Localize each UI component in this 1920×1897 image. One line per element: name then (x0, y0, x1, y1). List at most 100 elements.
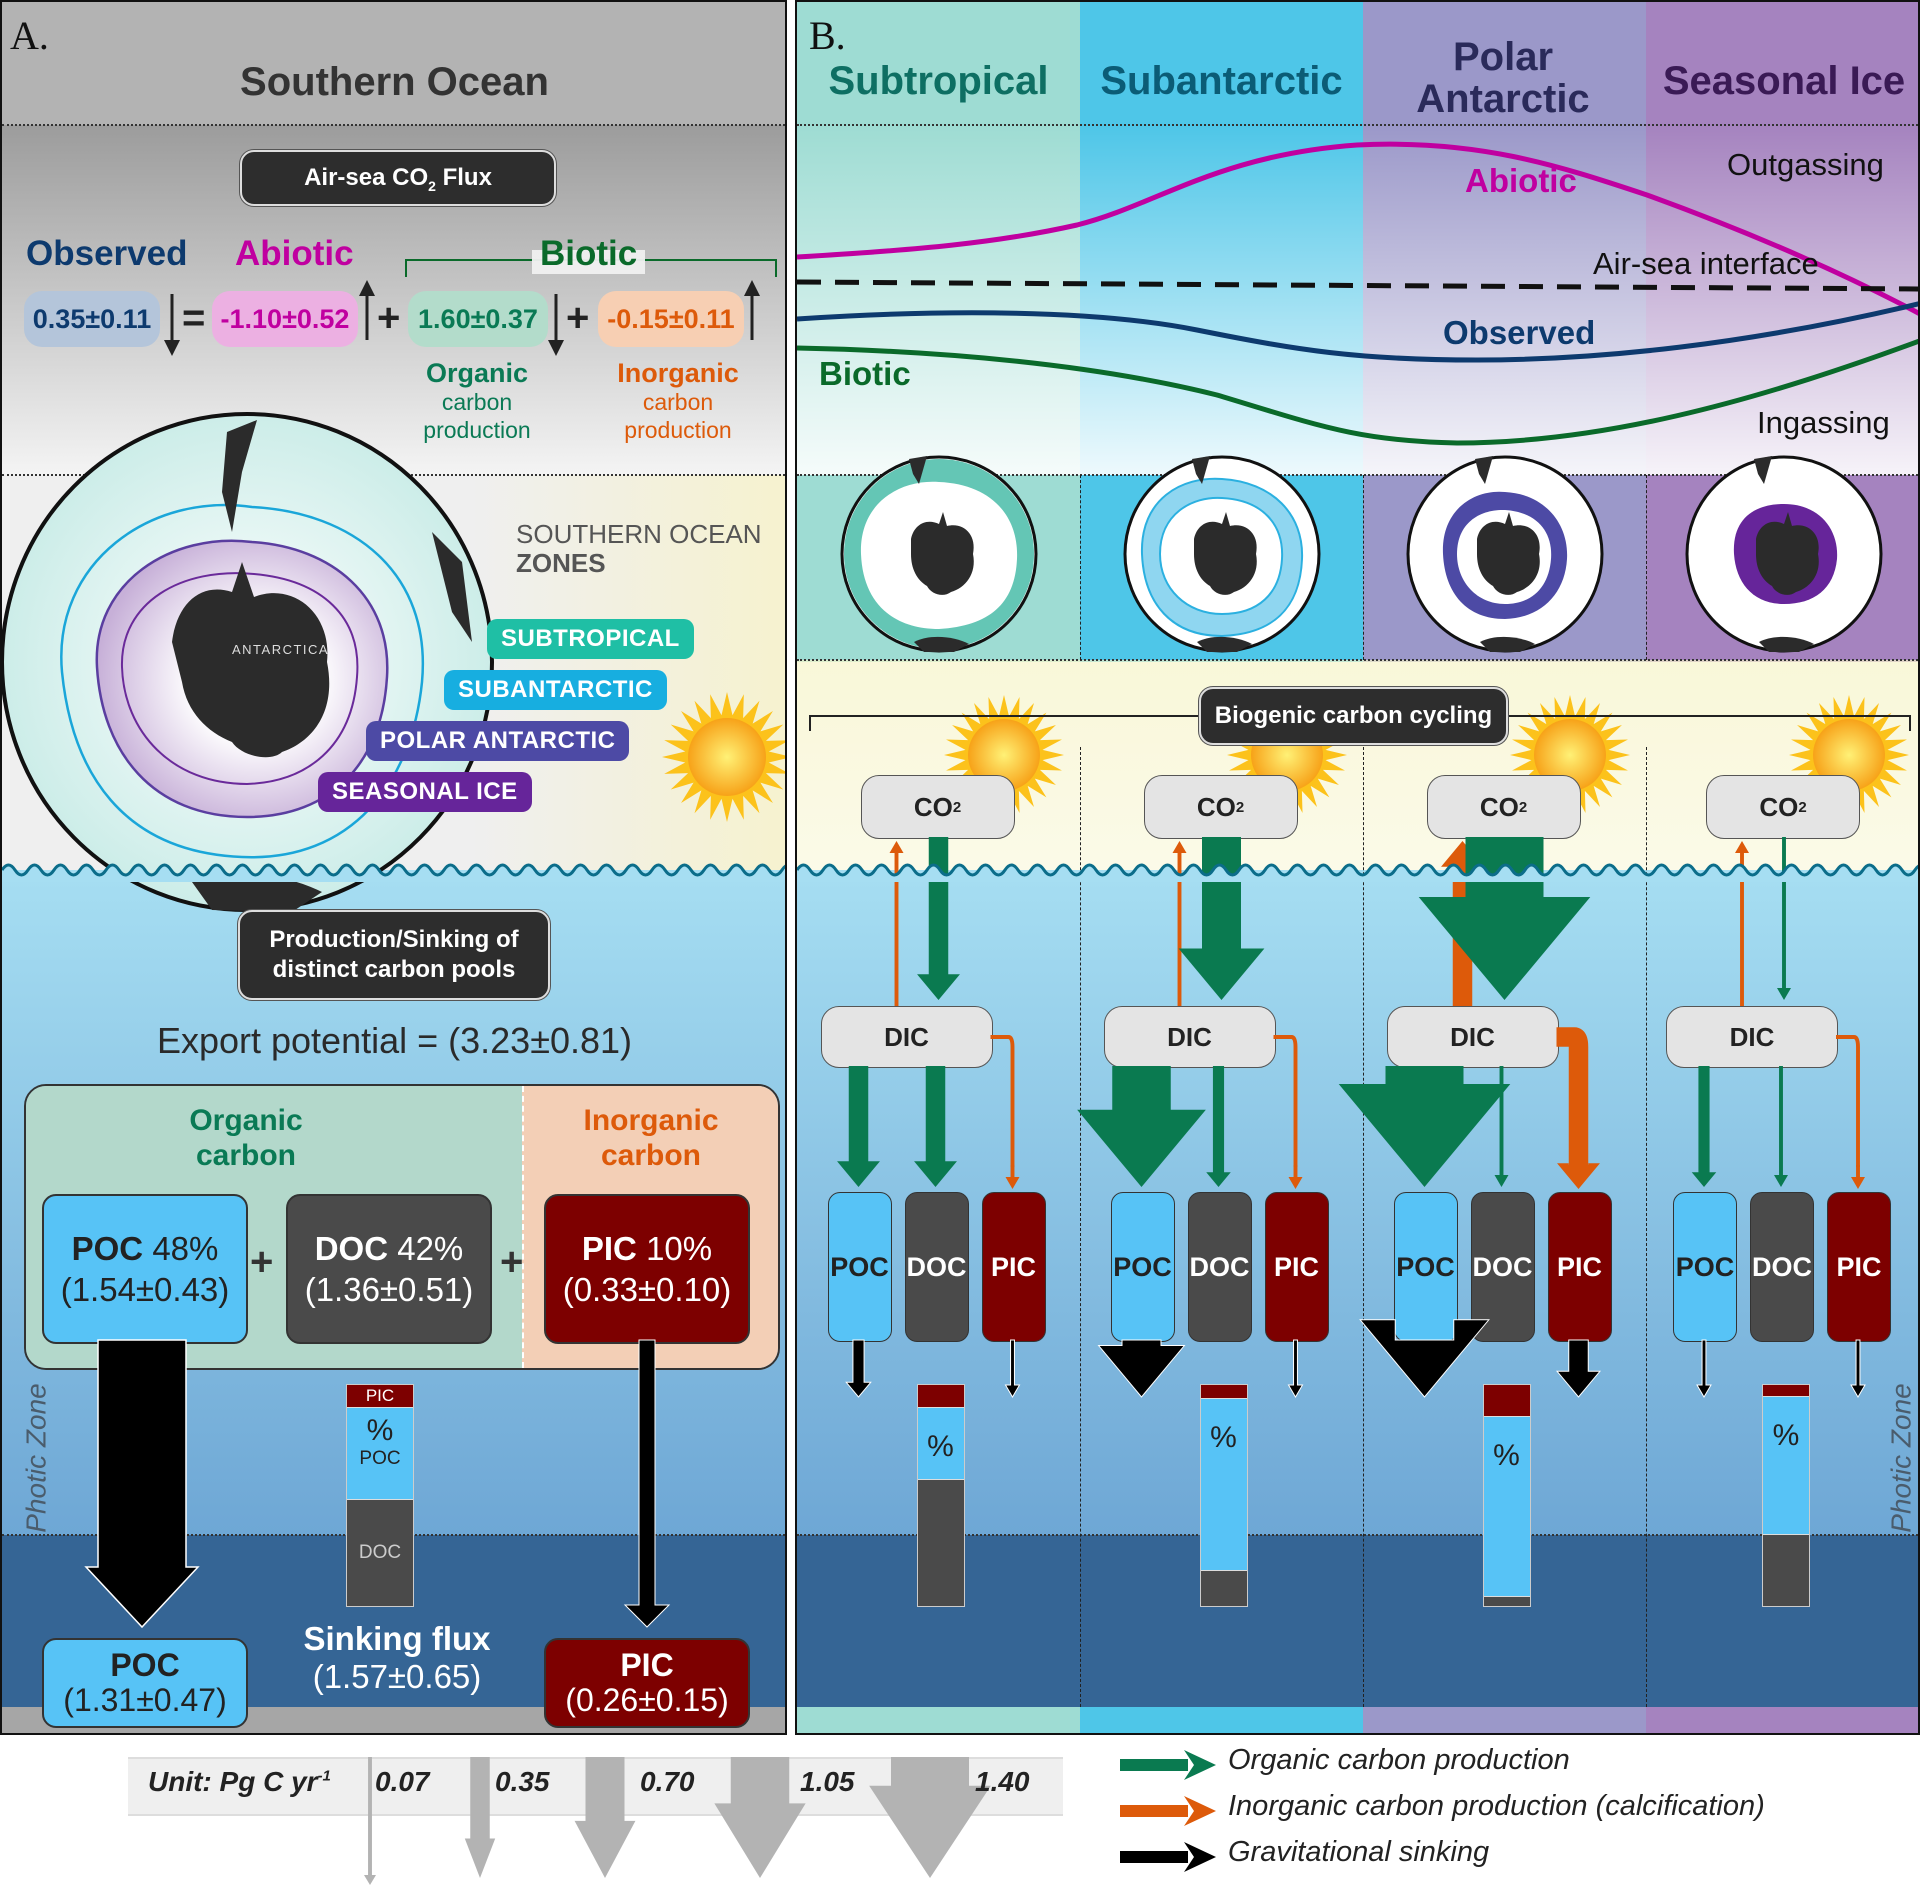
antarctica-shape (1756, 512, 1819, 595)
zone-flux-arrows (1077, 837, 1304, 1398)
poc-pct: 48% (152, 1229, 219, 1267)
calcification-outgassing-arrow (1172, 841, 1187, 1006)
divider (797, 124, 1918, 126)
antarctica-label: ANTARCTICA (232, 642, 330, 657)
poc-name: POC (71, 1229, 144, 1267)
wave-line (2, 863, 785, 882)
photic-boundary (797, 1534, 1918, 1536)
stack-doc-segment (917, 1479, 964, 1606)
zone-sinking-composition-bar: % (1199, 1384, 1248, 1607)
dic-box: DIC (1103, 1006, 1276, 1068)
sinking-flux-label: Sinking flux (303, 1620, 491, 1657)
zone-separator (1363, 747, 1364, 1707)
sunk-poc-value: (1.31±0.47) (63, 1682, 227, 1718)
pic-value: (0.33±0.10) (562, 1271, 732, 1308)
calcification-outgassing-arrow (889, 841, 904, 1006)
zones-title-line2: ZONES (516, 547, 606, 578)
zone-footer (1080, 1707, 1363, 1733)
zone-pic-pool: PIC (1264, 1192, 1329, 1342)
calcification-outgassing-arrow (1735, 841, 1749, 1006)
doc-pct: 42% (397, 1229, 464, 1267)
zone-sinking-composition-bar: % (1762, 1384, 1810, 1607)
southern-ocean-map (2, 412, 494, 912)
abiotic-value: -1.10±0.52 (212, 291, 358, 347)
legend-label: Inorganic carbon production (calcificati… (1228, 1790, 1765, 1822)
inorganic-value: -0.15±0.11 (598, 291, 744, 347)
dic-to-doc-arrow (1774, 1066, 1788, 1187)
panel-label: B. (809, 13, 846, 58)
zone-footer (1363, 1707, 1646, 1733)
photic-zone-label-wrap: Photic Zone (21, 1382, 52, 1532)
zone-pic-pool: PIC (1827, 1192, 1891, 1342)
zone-pill-seasonal-ice: SEASONAL ICE (318, 772, 532, 812)
pic-name: PIC (581, 1229, 637, 1267)
antarctica-shape (172, 562, 330, 758)
zone-pill-subantarctic: SUBANTARCTIC (444, 670, 667, 710)
plus-sign: + (250, 1240, 274, 1284)
zone-flux-arrows (1691, 837, 1866, 1398)
co2-text: CO (1759, 791, 1799, 822)
dic-to-pic-arrow-path (1273, 1035, 1298, 1167)
photic-zone-label: Photic Zone (1885, 1383, 1917, 1533)
plus-sign: + (566, 296, 590, 340)
flux-header-text: Air-sea CO (304, 164, 429, 191)
observed-curve-label: Observed (1443, 314, 1596, 351)
stack-percent-label: % (1493, 1438, 1520, 1472)
doc-value: (1.36±0.51) (304, 1271, 474, 1308)
co2-sub: 2 (952, 798, 962, 816)
legend-label: Gravitational sinking (1228, 1836, 1490, 1868)
scale-arrow (464, 1757, 496, 1878)
pic-sinking-arrow (1004, 1339, 1021, 1398)
zone-globe-map (1685, 455, 1883, 653)
zone-pic-pool: PIC (1547, 1192, 1612, 1342)
unit-sup: -1 (317, 1767, 331, 1785)
export-potential: Export potential = (3.23±0.81) (156, 1020, 633, 1061)
co2-sub: 2 (1235, 798, 1245, 816)
zone-poc-pool: POC (1393, 1192, 1458, 1342)
zones-title-line1: SOUTHERN OCEAN (516, 519, 762, 549)
zone-separator (1363, 475, 1364, 660)
co2-text: CO (1479, 791, 1519, 822)
zone-doc-pool: DOC (1470, 1192, 1535, 1342)
outgassing-label: Outgassing (1727, 147, 1884, 182)
stack-percent-label: % (1772, 1419, 1800, 1453)
flux-header-sub: 2 (428, 177, 436, 194)
zone-doc-pool: DOC (1187, 1192, 1252, 1342)
biogenic-carbon-cycling-label: Biogenic carbon cycling (1199, 687, 1508, 745)
zone-poc-pool: POC (1673, 1192, 1737, 1342)
sinking-flux: Sinking flux (1.57±0.65) (282, 1620, 512, 1696)
inorganic-caption-rest: carbon production (624, 389, 732, 443)
zone-globe-map (840, 455, 1037, 653)
poc-pool: POC 48% (1.54±0.43) (42, 1194, 248, 1344)
zone-flux-arrows (837, 837, 1021, 1398)
co2-sub: 2 (1518, 798, 1528, 816)
organic-production-arrow (1777, 837, 1791, 1000)
pic-pool: PIC 10% (0.33±0.10) (544, 1194, 750, 1344)
zone-sinking-composition-bar: % (1482, 1384, 1531, 1607)
divider (797, 474, 1918, 476)
dic-to-doc-arrow (914, 1066, 957, 1187)
stack-pic-segment (1200, 1385, 1247, 1399)
poc-sinking-arrow (1359, 1319, 1490, 1398)
pic-sinking-arrow (1850, 1339, 1866, 1398)
panel-a: A. Southern Ocean Air-sea CO2 Flux Obser… (0, 0, 787, 1735)
scale-arrow (869, 1757, 991, 1878)
photic-zone-label-wrap: Photic Zone (1885, 1382, 1917, 1533)
divider (2, 124, 785, 126)
co2-sub: 2 (1798, 798, 1807, 816)
observed-label: Observed (26, 234, 188, 273)
poc-sinking-arrow (1696, 1339, 1712, 1398)
air-sea-flux-header: Air-sea CO2 Flux (240, 150, 556, 206)
stack-poc-label: POC (359, 1448, 401, 1470)
panel-label: A. (10, 13, 49, 58)
antarctica-shape (1193, 512, 1257, 595)
dic-to-pic-arrowhead (1005, 1165, 1020, 1189)
stack-poc-segment: % POC (347, 1407, 413, 1501)
organic-carbon-label: Organic carbon (189, 1104, 303, 1172)
stack-poc-segment: % (917, 1407, 964, 1482)
sunk-poc-box: POC (1.31±0.47) (42, 1638, 248, 1728)
